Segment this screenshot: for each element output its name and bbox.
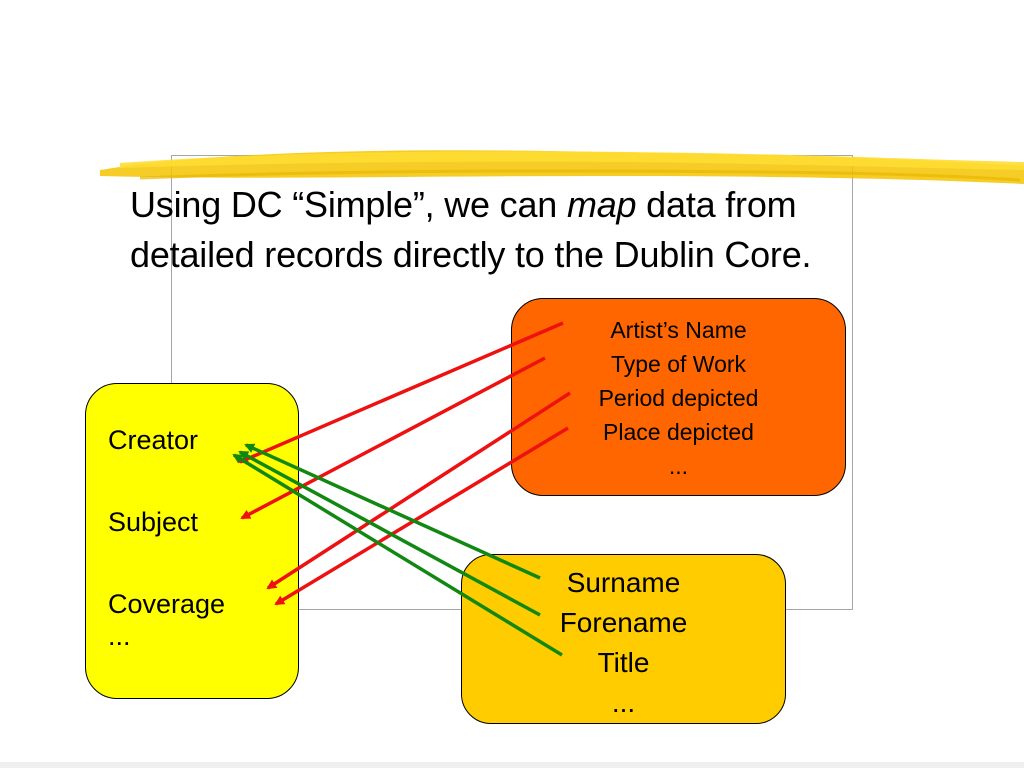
slide-title: Using DC “Simple”, we can map data from … (130, 180, 830, 280)
arrow-place-depicted-to-coverage (274, 426, 569, 606)
bottom-border (0, 762, 1024, 768)
dublin-core-elements: Creator Subject Coverage ... (108, 424, 225, 652)
title-text-part1: Using DC “Simple”, we can (130, 184, 567, 225)
title-text-part2: data from detailed records directly to t… (130, 184, 812, 275)
dc-element-coverage: Coverage (108, 589, 226, 619)
arrow-title-to-creator (232, 453, 563, 657)
arrow-artist-name-to-creator (238, 321, 564, 464)
title-emphasis-map: map (566, 184, 637, 225)
name-field-title: Title (597, 647, 650, 678)
name-record-box: Surname Forename Title ... (461, 554, 786, 724)
art-field-type-of-work: Type of Work (610, 351, 747, 377)
dublin-core-box: Creator Subject Coverage ... (85, 383, 299, 699)
art-field-period-depicted: Period depicted (598, 385, 759, 411)
arrow-forename-to-creator (238, 450, 541, 617)
dc-element-subject: Subject (108, 507, 199, 537)
highlighter-brush-stroke (100, 150, 1024, 184)
dc-element-more: ... (108, 621, 131, 651)
name-record-fields: Surname Forename Title ... (462, 563, 785, 723)
name-field-forename: Forename (559, 607, 688, 638)
name-field-surname: Surname (566, 567, 681, 598)
name-field-more: ... (611, 687, 636, 718)
arrow-surname-to-creator (244, 443, 541, 580)
arrow-period-depicted-to-coverage (266, 391, 571, 590)
art-field-artist-name: Artist’s Name (610, 317, 747, 343)
art-field-place-depicted: Place depicted (603, 419, 754, 445)
art-field-more: ... (668, 453, 689, 479)
art-record-fields: Artist’s Name Type of Work Period depict… (512, 313, 845, 483)
dc-element-creator: Creator (108, 425, 199, 455)
